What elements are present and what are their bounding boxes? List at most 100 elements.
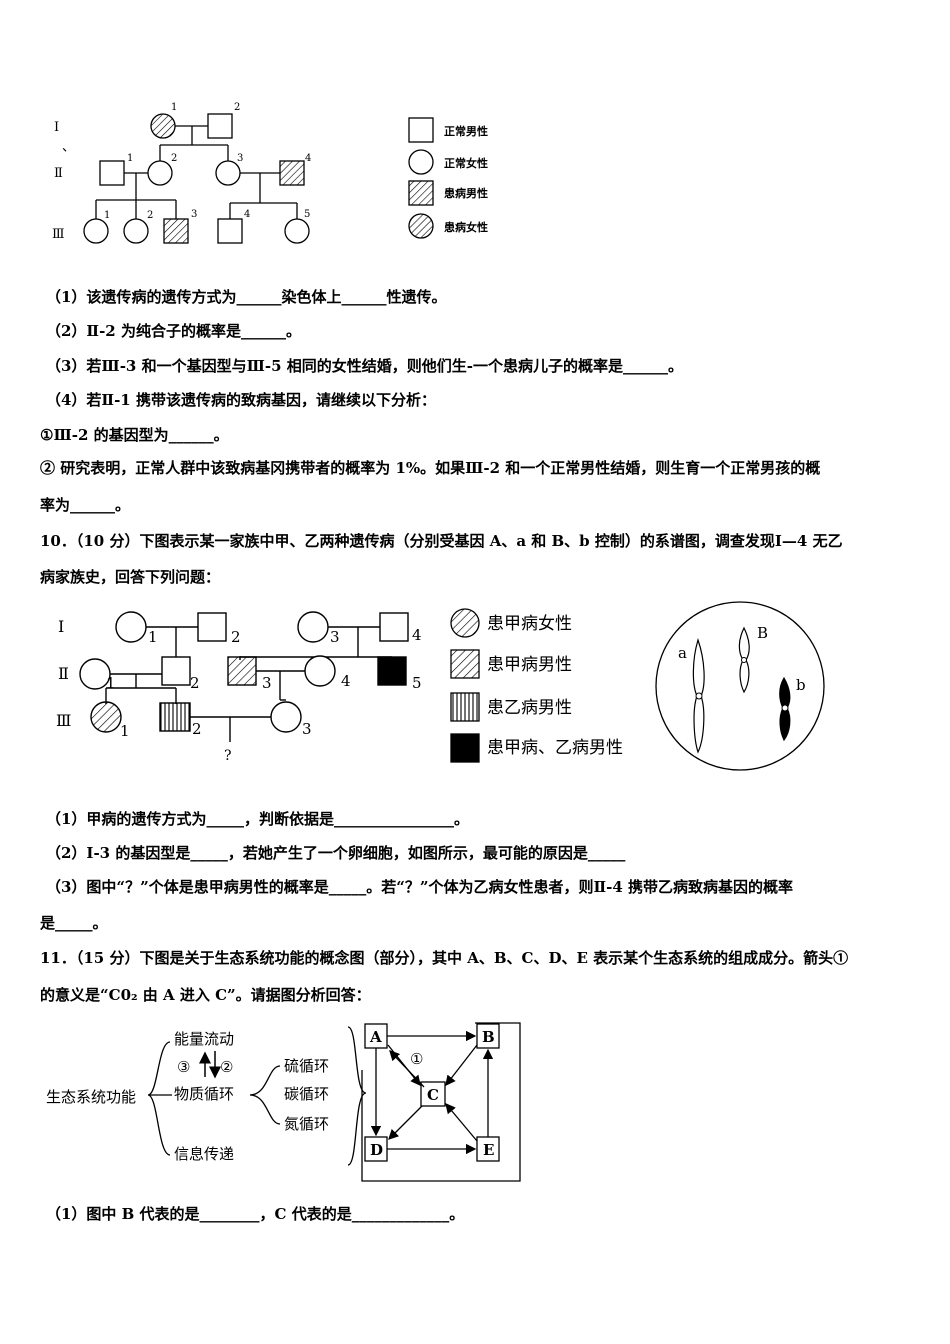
svg-text:2: 2 — [231, 628, 241, 646]
svg-text:B: B — [757, 624, 768, 642]
svg-text:4: 4 — [341, 672, 351, 690]
i-2-male — [197, 612, 227, 642]
svg-text:Ⅱ: Ⅱ — [58, 664, 69, 683]
svg-text:Ⅰ: Ⅰ — [54, 120, 59, 135]
pedigree-figure-1: Ⅰ 、 Ⅱ Ⅲ 1 2 1 2 3 4 1 2 3 4 5 正常男性 正常女性 — [52, 102, 488, 244]
legend-yi-male-icon — [450, 692, 480, 722]
ii-3-normal-female — [215, 160, 241, 186]
svg-text:5: 5 — [304, 209, 310, 220]
svg-text:3: 3 — [302, 720, 312, 738]
svg-text:Ⅱ: Ⅱ — [54, 166, 63, 181]
svg-text:患甲病、乙病男性: 患甲病、乙病男性 — [487, 738, 623, 758]
svg-text:Ⅰ: Ⅰ — [58, 617, 64, 636]
svg-text:正常女性: 正常女性 — [444, 156, 488, 170]
svg-text:3: 3 — [191, 209, 197, 220]
ii-2-normal-female — [147, 160, 173, 186]
legend-affected-female-icon — [408, 213, 434, 239]
ecosystem-concept-diagram: 生态系统功能 能量流动 物质循环 信息传递 ③ ② 硫循环 碳循环 氮循环 A … — [46, 1022, 521, 1182]
energy-flow-label: 能量流动 — [174, 1030, 234, 1048]
carbon-cycle-label: 碳循环 — [284, 1085, 329, 1103]
generation-labels: Ⅰ 、 Ⅱ Ⅲ — [52, 120, 75, 242]
svg-text:3: 3 — [262, 674, 272, 692]
q9-line-2: （2）Ⅱ-2 为纯合子的概率是______。 — [46, 322, 301, 340]
legend-fig2: 患甲病女性 患甲病男性 患乙病男性 患甲病、乙病男性 — [450, 608, 623, 763]
iii-5-normal-female — [284, 218, 310, 244]
svg-text:4: 4 — [244, 209, 250, 220]
q11-q1: （1）图中 B 代表的是________，C 代表的是_____________… — [46, 1205, 465, 1223]
q9-line-4: （4）若Ⅱ-1 携带该遗传病的致病基因，请继续以下分析： — [46, 391, 436, 409]
q10-stem-line-2: 病家族史，回答下列问题： — [40, 568, 221, 586]
svg-text:1: 1 — [171, 102, 177, 113]
svg-text:E: E — [483, 1141, 494, 1159]
legend-affected-male-icon — [408, 180, 434, 206]
svg-text:1: 1 — [106, 674, 116, 692]
q10-q1: （1）甲病的遗传方式为_____，判断依据是________________。 — [46, 810, 469, 828]
sulfur-cycle-label: 硫循环 — [284, 1057, 329, 1075]
svg-text:2: 2 — [234, 102, 240, 113]
iii-2-normal-female — [123, 218, 149, 244]
arrow-1-label: ① — [410, 1050, 423, 1068]
q9-line-1: （1）该遗传病的遗传方式为______染色体上______性遗传。 — [46, 288, 447, 306]
i-3-female — [297, 611, 329, 643]
svg-text:患甲病女性: 患甲病女性 — [487, 614, 572, 634]
svg-text:3: 3 — [330, 628, 340, 646]
node-B — [476, 1023, 500, 1049]
iii-3-female — [270, 701, 302, 733]
q9-line-6: ② 研究表明，正常人群中该致病基冈携带者的概率为 1%。如果Ⅲ-2 和一个正常男… — [40, 459, 821, 477]
svg-text:1: 1 — [127, 153, 133, 164]
svg-text:5: 5 — [412, 674, 422, 692]
svg-text:患乙病男性: 患乙病男性 — [487, 698, 572, 718]
iii-1-jia-female — [90, 701, 122, 733]
svg-text:4: 4 — [305, 153, 311, 164]
legend-normal-male-icon — [408, 117, 434, 143]
svg-text:正常男性: 正常男性 — [444, 124, 488, 138]
q9-line-3: （3）若Ⅲ-3 和一个基因型与Ⅲ-5 相同的女性结婚，则他们生-一个患病儿子的概… — [46, 357, 683, 375]
iii-4-normal-male — [217, 218, 243, 244]
svg-text:A: A — [369, 1028, 382, 1046]
legend-fig1: 正常男性 正常女性 患病男性 患病女性 — [408, 117, 488, 239]
q11-stem-line-1: 11．（15 分）下图是关于生态系统功能的概念图（部分），其中 A、B、C、D、… — [40, 949, 849, 967]
unknown-child: ? — [224, 748, 232, 764]
svg-text:2: 2 — [171, 153, 177, 164]
info-transfer-label: 信息传递 — [174, 1145, 234, 1163]
svg-text:Ⅲ: Ⅲ — [52, 227, 65, 242]
ii-1-normal-male — [99, 160, 125, 186]
legend-jia-female-icon — [450, 608, 480, 638]
legend-jia-male-icon — [450, 649, 480, 679]
iii-2-yi-male — [159, 702, 191, 732]
iii-3-affected-male — [163, 218, 189, 244]
ii-4-affected-male — [279, 160, 305, 186]
q9-line-5: ①Ⅲ-2 的基因型为______。 — [40, 426, 229, 444]
q10-q3: （3）图中“？”个体是患甲病男性的概率是_____。若“？”个体为乙病女性患者，… — [46, 878, 793, 896]
svg-text:、: 、 — [62, 140, 75, 155]
i-2-normal-male — [207, 113, 233, 139]
node-C — [420, 1081, 446, 1107]
q10-stem-line-1: 10．（10 分）下图表示某一家族中甲、乙两种遗传病（分别受基因 A、a 和 B… — [40, 532, 843, 550]
i-1-affected-female — [150, 113, 176, 139]
q11-stem-line-2: 的意义是“C0₂ 由 A 进入 C”。请据图分析回答： — [40, 986, 371, 1004]
nitrogen-cycle-label: 氮循环 — [284, 1115, 329, 1133]
matter-cycle-label: 物质循环 — [174, 1085, 234, 1103]
svg-text:患甲病男性: 患甲病男性 — [487, 655, 572, 675]
svg-text:Ⅲ: Ⅲ — [56, 711, 71, 730]
svg-text:C: C — [427, 1086, 439, 1104]
svg-text:1: 1 — [148, 628, 158, 646]
svg-text:b: b — [796, 676, 806, 694]
generation-labels-2: Ⅰ Ⅱ Ⅲ — [56, 617, 71, 730]
i-1-female — [115, 611, 147, 643]
root-label: 生态系统功能 — [46, 1088, 136, 1106]
svg-text:患病女性: 患病女性 — [444, 220, 488, 234]
svg-text:②: ② — [220, 1058, 233, 1076]
legend-jia-yi-male-icon — [450, 733, 480, 763]
svg-text:2: 2 — [147, 210, 153, 221]
svg-text:a: a — [678, 644, 687, 662]
i-4-male — [379, 612, 409, 642]
svg-text:1: 1 — [104, 210, 110, 221]
svg-text:2: 2 — [192, 720, 202, 738]
ii-3-jia-male — [227, 656, 257, 686]
iii-1-normal-female — [83, 218, 109, 244]
ii-5-jia-yi-male — [377, 656, 407, 686]
svg-text:患病男性: 患病男性 — [444, 186, 488, 200]
egg-cell-figure: a B b — [655, 601, 825, 771]
svg-text:4: 4 — [412, 626, 422, 644]
